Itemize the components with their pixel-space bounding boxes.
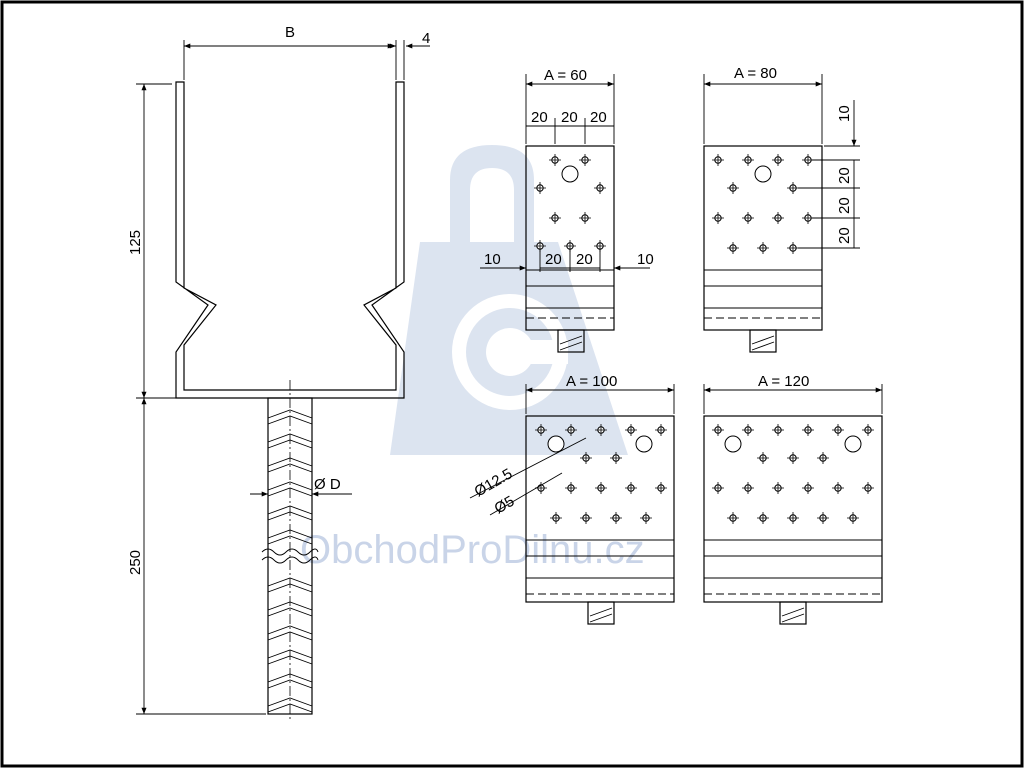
bolt-hole-crosshair — [549, 154, 561, 166]
bolt-hole-crosshair — [712, 482, 724, 494]
plate-a100-large-hole-left-icon — [547, 435, 565, 453]
plate-a80-side-spacing-3: 20 — [836, 227, 853, 244]
bolt-hole-crosshair — [579, 212, 591, 224]
plate-a60-bottom-spacing-4: 10 — [637, 251, 654, 268]
plate-a80-stem — [749, 329, 777, 353]
bolt-hole-crosshair — [832, 482, 844, 494]
dim-rod-diameter-label: Ø D — [314, 476, 341, 493]
bolt-hole-crosshair — [565, 424, 577, 436]
plate-a120: A = 120 — [703, 373, 883, 625]
dim-lower-height-label: 250 — [127, 550, 144, 575]
plate-a60-stem — [557, 329, 585, 353]
bolt-hole-crosshair — [549, 212, 561, 224]
plate-a60-top-spacing-1: 20 — [531, 109, 548, 126]
watermark-logo-icon — [390, 145, 628, 455]
plate-a60: A = 60 20 20 20 10 20 20 10 — [480, 67, 654, 353]
plate-a100-stem — [587, 601, 615, 625]
bolt-hole-crosshair — [817, 452, 829, 464]
bolt-hole-crosshair — [847, 512, 859, 524]
plate-a120-large-hole-right-icon — [844, 435, 862, 453]
plate-a60-title: A = 60 — [544, 67, 587, 84]
bolt-hole-crosshair — [862, 482, 874, 494]
bolt-hole-crosshair — [565, 482, 577, 494]
bolt-hole-crosshair — [727, 182, 739, 194]
plate-a60-bottom-spacing-2: 20 — [545, 251, 562, 268]
plate-a120-large-hole-left-icon — [724, 435, 742, 453]
bolt-hole-crosshair — [787, 452, 799, 464]
plate-a100-title: A = 100 — [566, 373, 617, 390]
dim-thickness-label: 4 — [422, 30, 430, 47]
bolt-hole-crosshair — [727, 512, 739, 524]
plate-a60-top-spacing-2: 20 — [561, 109, 578, 126]
plate-a120-holes — [712, 424, 874, 524]
bolt-hole-crosshair — [772, 424, 784, 436]
bolt-hole-crosshair — [579, 154, 591, 166]
bolt-hole-crosshair — [712, 424, 724, 436]
bolt-hole-crosshair — [535, 424, 547, 436]
plate-a60-top-spacing-3: 20 — [590, 109, 607, 126]
bolt-hole-crosshair — [862, 424, 874, 436]
bolt-hole-crosshair — [610, 452, 622, 464]
bolt-hole-crosshair — [802, 482, 814, 494]
bolt-hole-crosshair — [550, 512, 562, 524]
plate-a100-large-hole-right-icon — [635, 435, 653, 453]
plate-a80-side-offset: 10 — [836, 105, 853, 122]
bracket-outer-profile — [175, 81, 405, 399]
bolt-hole-crosshair — [595, 482, 607, 494]
plate-a60-bottom-spacing-1: 10 — [484, 251, 501, 268]
bolt-hole-crosshair — [712, 154, 724, 166]
bolt-hole-crosshair — [787, 512, 799, 524]
plate-a80-large-hole-icon — [754, 165, 772, 183]
bolt-hole-crosshair — [727, 242, 739, 254]
bolt-hole-crosshair — [580, 512, 592, 524]
bolt-hole-crosshair — [802, 424, 814, 436]
bolt-hole-crosshair — [772, 212, 784, 224]
bolt-hole-crosshair — [594, 182, 606, 194]
bolt-hole-crosshair — [757, 242, 769, 254]
bolt-hole-crosshair — [742, 424, 754, 436]
bolt-hole-crosshair — [580, 452, 592, 464]
bolt-hole-crosshair — [625, 482, 637, 494]
bolt-hole-crosshair — [787, 242, 799, 254]
plate-a80-holes — [712, 154, 814, 254]
bolt-hole-crosshair — [742, 482, 754, 494]
bolt-hole-crosshair — [655, 424, 667, 436]
bolt-hole-crosshair — [712, 212, 724, 224]
plate-a80-side-spacing-2: 20 — [836, 197, 853, 214]
bolt-hole-crosshair — [772, 482, 784, 494]
bolt-hole-crosshair — [772, 154, 784, 166]
bolt-hole-crosshair — [757, 512, 769, 524]
bolt-hole-crosshair — [625, 424, 637, 436]
watermark-text: ObchodProDilnu.cz — [300, 528, 645, 572]
bolt-hole-crosshair — [595, 424, 607, 436]
bolt-hole-crosshair — [655, 482, 667, 494]
plate-a120-stem — [779, 601, 807, 625]
bolt-hole-crosshair — [832, 424, 844, 436]
dim-width-label: B — [285, 24, 295, 41]
anchor-side-view: B 4 125 250 Ø D — [127, 24, 430, 720]
bolt-hole-crosshair — [640, 512, 652, 524]
plate-a60-bottom-spacing-3: 20 — [576, 251, 593, 268]
bolt-hole-crosshair — [757, 452, 769, 464]
plate-a60-large-hole-icon — [561, 165, 579, 183]
bolt-hole-crosshair — [787, 182, 799, 194]
bolt-hole-crosshair — [534, 182, 546, 194]
bolt-hole-crosshair — [742, 154, 754, 166]
bolt-hole-crosshair — [742, 212, 754, 224]
plate-a120-title: A = 120 — [758, 373, 809, 390]
bolt-hole-crosshair — [817, 512, 829, 524]
dim-upper-height-label: 125 — [127, 230, 144, 255]
bolt-hole-crosshair — [610, 512, 622, 524]
plate-a80: A = 80 10 20 20 20 — [703, 65, 860, 353]
plate-a100-holes — [535, 424, 667, 524]
plate-a80-side-spacing-1: 20 — [836, 167, 853, 184]
plate-a80-title: A = 80 — [734, 65, 777, 82]
